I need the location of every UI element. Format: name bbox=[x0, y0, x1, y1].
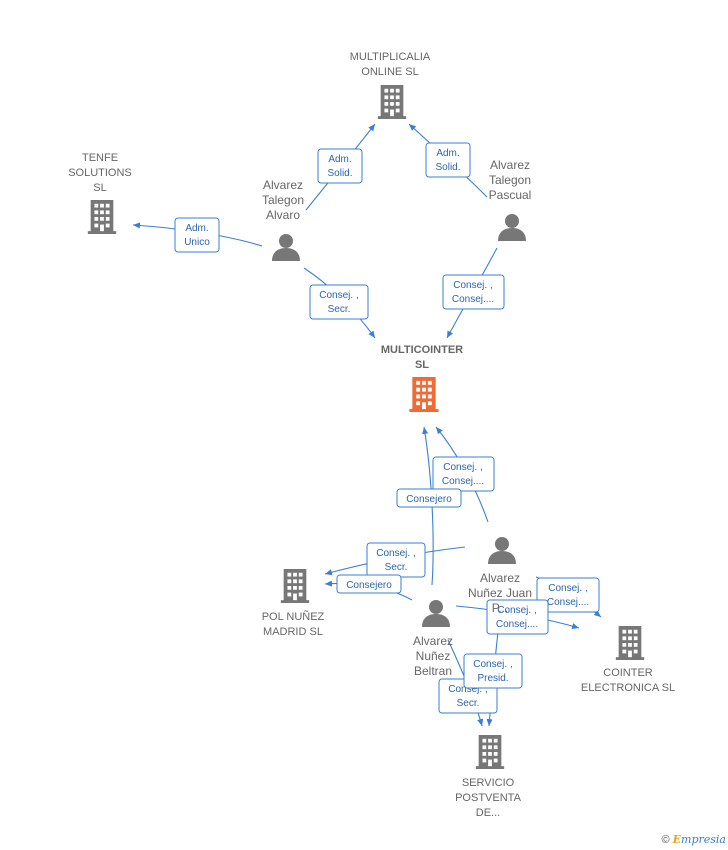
node-beltran[interactable]: Alvarez Nuñez Beltran bbox=[413, 600, 453, 678]
edge-tag-text: Consej. , bbox=[319, 290, 358, 301]
edge-tag-text: Solid. bbox=[327, 168, 352, 179]
edge-tag-text: Consej.... bbox=[547, 597, 589, 608]
edge-tag-text: Consej. , bbox=[473, 659, 512, 670]
person-icon bbox=[422, 600, 450, 627]
node-label: Alvarez bbox=[413, 634, 453, 648]
building-icon bbox=[615, 626, 645, 660]
node-label: Alvarez bbox=[263, 178, 303, 192]
building-icon bbox=[409, 377, 439, 412]
edge-tag-e10[interactable]: Consej. , Consej.... bbox=[536, 577, 600, 613]
edge-tag-e1[interactable]: Adm. Solid. bbox=[317, 148, 363, 184]
node-label: ELECTRONICA SL bbox=[581, 682, 675, 694]
edge-tag-e3[interactable]: Adm. Unico bbox=[174, 217, 220, 253]
node-servicio[interactable]: SERVICIO POSTVENTA DE... bbox=[455, 735, 522, 819]
edge-tag-text: Consej.... bbox=[442, 476, 484, 487]
edge-tag-text: Solid. bbox=[435, 162, 460, 173]
brand-logo[interactable]: Empresia bbox=[673, 833, 726, 846]
person-icon bbox=[488, 537, 516, 564]
edge-tag-e2[interactable]: Adm. Solid. bbox=[425, 142, 471, 178]
node-pascual[interactable]: Alvarez Talegon Pascual bbox=[489, 158, 532, 241]
brand-name: mpresia bbox=[681, 833, 726, 846]
edges bbox=[132, 123, 602, 727]
node-label: Alvarez bbox=[490, 158, 530, 172]
edge-tag-text: Consej. , bbox=[376, 548, 415, 559]
node-label: Talegon bbox=[489, 173, 531, 187]
node-label: MULTICOINTER bbox=[381, 344, 463, 356]
node-label: ONLINE SL bbox=[361, 66, 418, 78]
edge-tag-text: Adm. bbox=[436, 148, 459, 159]
edge-tag-e7[interactable]: Consejero bbox=[396, 488, 462, 508]
node-alvaro[interactable]: Alvarez Talegon Alvaro bbox=[262, 178, 304, 261]
edge-tag-text: Consej. , bbox=[448, 684, 487, 695]
node-label: SERVICIO bbox=[462, 777, 515, 789]
node-label: Alvaro bbox=[266, 208, 300, 222]
edge-tag-e4[interactable]: Consej. , Secr. bbox=[309, 284, 369, 320]
node-label: SOLUTIONS bbox=[68, 167, 132, 179]
node-label: MULTIPLICALIA bbox=[350, 51, 431, 63]
edge-tag-text: Presid. bbox=[477, 673, 508, 684]
edge-tag-text: Consej. , bbox=[548, 583, 587, 594]
edge-tag-text: Adm. bbox=[185, 223, 208, 234]
node-label: Talegon bbox=[262, 193, 304, 207]
edge-tag-e11[interactable]: Consej. , Consej.... bbox=[486, 599, 549, 635]
node-label: Alvarez bbox=[480, 571, 520, 585]
edge-tags: Adm. Solid. Adm. Solid. Adm. Unico Conse… bbox=[174, 142, 600, 714]
node-label: DE... bbox=[476, 807, 500, 819]
node-label: P... bbox=[492, 601, 508, 615]
edge-tag-text: Secr. bbox=[385, 562, 408, 573]
copyright-symbol: © bbox=[661, 834, 670, 846]
building-icon bbox=[475, 735, 505, 769]
node-label: POL NUÑEZ bbox=[262, 610, 325, 623]
edge-tag-text: Consejero bbox=[406, 494, 452, 505]
node-label: Pascual bbox=[489, 188, 532, 202]
edge-tag-e6[interactable]: Consej. , Consej.... bbox=[432, 456, 495, 492]
building-icon bbox=[87, 200, 117, 234]
node-label: MADRID SL bbox=[263, 626, 323, 638]
edge-tag-e5[interactable]: Consej. , Consej.... bbox=[442, 274, 505, 310]
edge-tag-text: Consej.... bbox=[496, 619, 538, 630]
building-icon bbox=[280, 569, 310, 603]
edge-tag-e12[interactable]: Consej. , Presid. bbox=[463, 653, 523, 689]
edge-tag-text: Secr. bbox=[328, 304, 351, 315]
node-juan[interactable]: Alvarez Nuñez Juan P... bbox=[468, 537, 532, 615]
node-label: Nuñez Juan bbox=[468, 586, 532, 600]
node-pol-nunez[interactable]: POL NUÑEZ MADRID SL bbox=[262, 569, 325, 638]
edge-tag-text: Consej. , bbox=[443, 462, 482, 473]
node-multiplicalia[interactable]: MULTIPLICALIA ONLINE SL bbox=[350, 51, 431, 119]
edge-tag-text: Consej. , bbox=[497, 605, 536, 616]
node-label: SL bbox=[93, 182, 106, 194]
building-icon bbox=[377, 85, 407, 119]
edge-tag-text: Secr. bbox=[457, 698, 480, 709]
edge-tag-text: Consej. , bbox=[453, 280, 492, 291]
node-cointer[interactable]: COINTER ELECTRONICA SL bbox=[581, 626, 675, 694]
node-label: POSTVENTA bbox=[455, 792, 521, 804]
person-icon bbox=[498, 214, 526, 241]
node-label: Beltran bbox=[414, 664, 452, 678]
node-label: SL bbox=[415, 359, 429, 371]
node-tenfe[interactable]: TENFE SOLUTIONS SL bbox=[68, 152, 132, 234]
node-label: Nuñez bbox=[416, 649, 451, 663]
node-label: TENFE bbox=[82, 152, 118, 164]
edge-tag-text: Consej.... bbox=[452, 294, 494, 305]
node-label: COINTER bbox=[603, 667, 653, 679]
node-multicointer[interactable]: MULTICOINTER SL bbox=[381, 344, 463, 412]
edge-tag-text: Adm. bbox=[328, 154, 351, 165]
edge-tag-text: Consejero bbox=[346, 580, 392, 591]
edge-tag-e9[interactable]: Consejero bbox=[336, 574, 402, 594]
edge-tag-text: Unico bbox=[184, 237, 210, 248]
edge-tag-e8[interactable]: Consej. , Secr. bbox=[366, 542, 426, 578]
brand-initial: E bbox=[672, 833, 682, 846]
footer-brand: © Empresia bbox=[661, 833, 726, 846]
person-icon bbox=[272, 234, 300, 261]
